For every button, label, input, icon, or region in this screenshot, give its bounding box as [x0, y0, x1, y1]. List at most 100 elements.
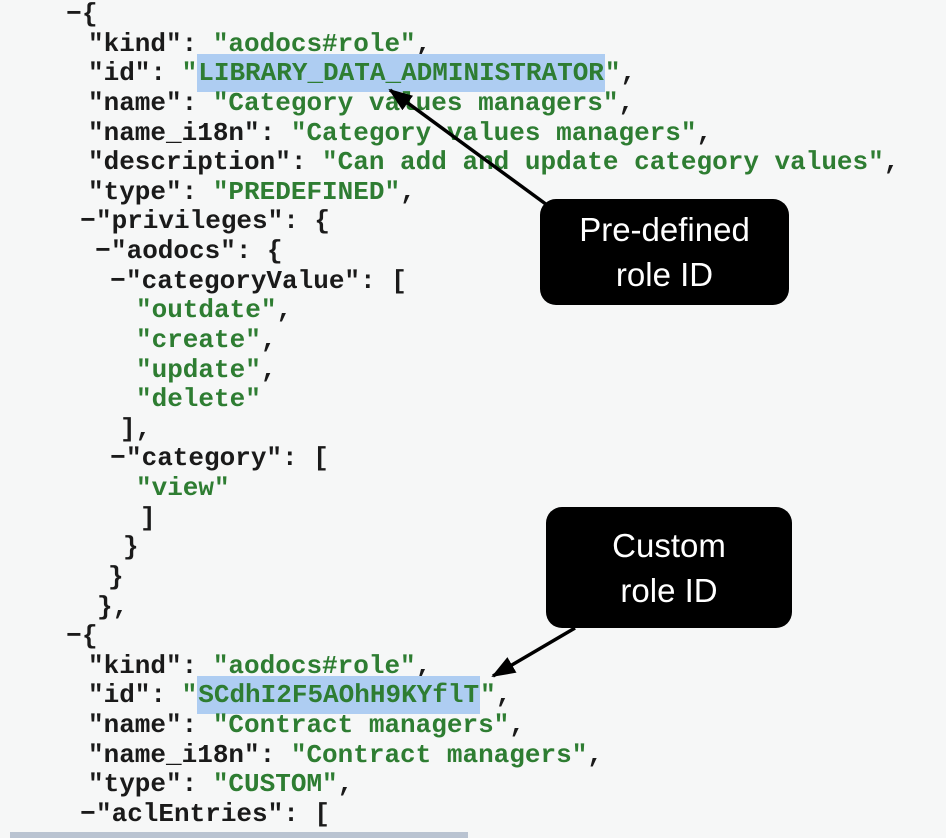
cutoff-highlight-strip [10, 832, 468, 838]
json-punctuation: , [495, 680, 512, 711]
json-punctuation: "name": [88, 710, 213, 740]
json-line: ] [0, 502, 946, 534]
json-punctuation: , [620, 58, 637, 89]
callout-text-line: Custom [612, 526, 726, 564]
json-line: "create", [0, 324, 946, 356]
json-punctuation: "type": [88, 769, 213, 800]
json-line: −{ [0, 0, 946, 30]
json-line: "description": "Can add and update categ… [0, 147, 946, 178]
json-string-value: "Can add and update category values" [322, 147, 884, 178]
json-line: "name": "Contract managers", [0, 710, 946, 741]
json-punctuation: , [337, 769, 354, 800]
json-line: "type": "CUSTOM", [0, 769, 946, 800]
json-punctuation: "id": [88, 58, 182, 89]
json-punctuation: "kind": [88, 28, 213, 59]
json-line: −"category": [ [0, 444, 946, 474]
json-punctuation: , [883, 147, 900, 178]
json-punctuation: }, [97, 591, 129, 622]
json-punctuation: } [108, 561, 124, 592]
json-punctuation: "category": [ [126, 443, 329, 474]
json-punctuation: "aclEntries": [ [96, 798, 331, 829]
callout-text-line: Pre-defined [579, 211, 750, 248]
json-punctuation: , [618, 87, 635, 118]
json-string-value: "Contract managers" [290, 739, 588, 770]
json-string-value: " [181, 58, 198, 89]
collapse-toggle-icon[interactable]: − [110, 443, 126, 474]
collapse-toggle-icon[interactable]: − [80, 798, 96, 829]
json-line: "id": "SCdhI2F5AOhH9KYflT", [0, 676, 946, 715]
json-line: "id": "LIBRARY_DATA_ADMINISTRATOR", [0, 54, 946, 93]
json-string-value: "delete" [136, 384, 261, 415]
json-punctuation: "aodocs": { [111, 236, 283, 266]
json-string-value: "Category values managers" [212, 87, 619, 118]
json-line: } [0, 561, 946, 593]
json-string-value: " [604, 58, 621, 89]
json-line: } [0, 532, 946, 563]
json-string-value: "view" [136, 473, 230, 503]
json-punctuation: "type": [88, 176, 213, 207]
json-punctuation: , [260, 354, 277, 385]
json-punctuation: , [276, 295, 293, 326]
collapse-toggle-icon[interactable]: − [66, 621, 82, 652]
json-line: ], [0, 413, 946, 445]
json-line: "kind": "aodocs#role", [0, 28, 946, 60]
json-punctuation: "categoryValue": [ [126, 265, 407, 296]
callout-predefined-role-id: Pre-defined role ID [540, 199, 789, 305]
json-punctuation: } [123, 532, 139, 563]
json-string-value: "Category values managers" [290, 117, 697, 148]
json-punctuation: , [415, 28, 432, 59]
json-line: −"categoryValue": [ [0, 265, 946, 297]
collapse-toggle-icon[interactable]: − [66, 0, 82, 29]
json-highlighted-id: LIBRARY_DATA_ADMINISTRATOR [197, 54, 605, 93]
json-punctuation: , [696, 117, 713, 148]
json-line: }, [0, 591, 946, 623]
json-string-value: "aodocs#role" [212, 650, 416, 681]
json-punctuation: { [82, 621, 98, 652]
callout-text-line: role ID [620, 571, 718, 609]
json-line: "type": "PREDEFINED", [0, 176, 946, 208]
json-line: −"aclEntries": [ [0, 798, 946, 830]
json-punctuation: , [509, 710, 525, 740]
json-string-value: "PREDEFINED" [212, 176, 401, 207]
json-line: −{ [0, 621, 946, 652]
json-punctuation: "privileges": { [96, 206, 331, 237]
json-punctuation: "name": [88, 87, 213, 118]
json-string-value: " [181, 680, 198, 711]
json-punctuation: , [260, 324, 277, 355]
json-punctuation: "name_i18n": [88, 739, 291, 770]
json-line: "outdate", [0, 295, 946, 326]
json-highlighted-id: SCdhI2F5AOhH9KYflT [197, 676, 481, 715]
json-line: "kind": "aodocs#role", [0, 650, 946, 682]
collapse-toggle-icon[interactable]: − [80, 206, 96, 237]
json-string-value: "update" [136, 354, 261, 385]
json-line: −"privileges": { [0, 207, 946, 237]
json-punctuation: "kind": [88, 650, 213, 681]
json-line: −"aodocs": { [0, 236, 946, 267]
json-line: "update", [0, 354, 946, 386]
json-line: "view" [0, 473, 946, 504]
json-string-value: "CUSTOM" [212, 769, 338, 800]
json-line: "delete" [0, 384, 946, 415]
json-string-value: "outdate" [136, 295, 277, 326]
collapse-toggle-icon[interactable]: − [110, 265, 126, 296]
json-punctuation: "description": [88, 147, 323, 178]
callout-custom-role-id: Custom role ID [546, 507, 792, 628]
json-punctuation: , [415, 650, 432, 681]
json-punctuation: ], [120, 413, 152, 444]
collapse-toggle-icon[interactable]: − [95, 236, 111, 266]
json-punctuation: "id": [88, 680, 182, 711]
json-punctuation: , [587, 739, 603, 770]
callout-text-line: role ID [615, 256, 714, 293]
json-punctuation: , [400, 176, 416, 207]
json-punctuation: "name_i18n": [88, 117, 291, 148]
json-string-value: "create" [136, 324, 261, 355]
json-line: "name": "Category values managers", [0, 87, 946, 119]
json-string-value: "aodocs#role" [212, 28, 416, 59]
json-string-value: " [480, 680, 496, 711]
json-line: "name_i18n": "Category values managers", [0, 117, 946, 149]
json-punctuation: ] [140, 502, 156, 533]
json-line: "name_i18n": "Contract managers", [0, 739, 946, 771]
json-string-value: "Contract managers" [212, 710, 510, 740]
